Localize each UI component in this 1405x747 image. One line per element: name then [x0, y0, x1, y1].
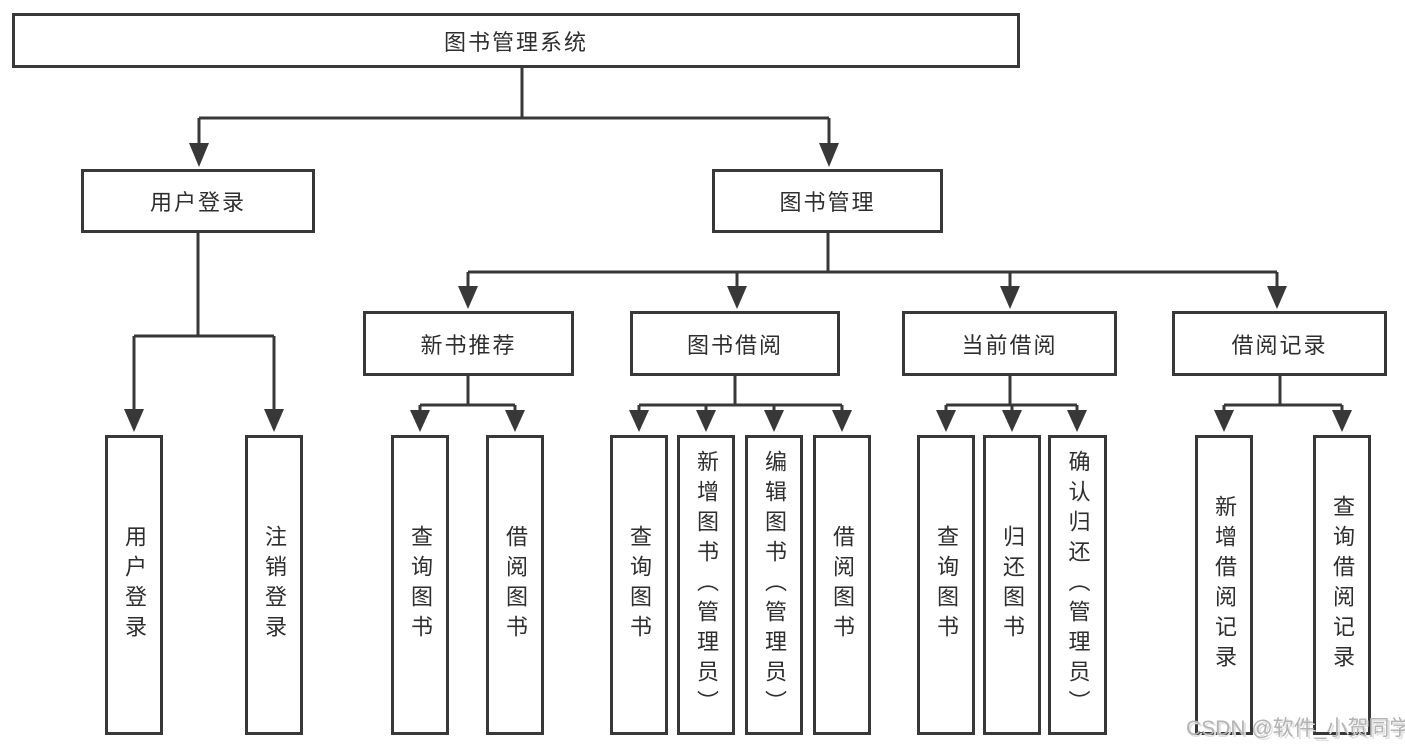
leaf-borrow-books-borrowing: 借阅图书: [813, 435, 871, 735]
leaf-query-books-current: 查询图书: [917, 435, 975, 735]
leaf-label: 新增借阅记录: [1212, 495, 1237, 675]
leaf-label: 借阅图书: [503, 525, 528, 645]
node-label: 当前借阅: [961, 332, 1058, 358]
node-new-book-recommend: 新书推荐: [363, 311, 574, 376]
leaf-label: 查询图书: [627, 525, 652, 645]
leaf-confirm-return-admin: 确认归还（管理员）: [1048, 435, 1107, 735]
leaf-query-borrow-record: 查询借阅记录: [1313, 435, 1371, 735]
arrowhead-icons: [124, 143, 1352, 432]
leaf-label: 查询图书: [934, 525, 959, 645]
leaf-add-books-admin: 新增图书（管理员）: [677, 435, 735, 735]
leaf-borrow-books-newbook: 借阅图书: [486, 435, 544, 735]
node-borrow-records: 借阅记录: [1172, 311, 1387, 376]
leaf-label: 注销登录: [262, 525, 287, 645]
node-book-borrowing: 图书借阅: [630, 311, 840, 376]
leaf-query-books-newbook: 查询图书: [391, 435, 449, 735]
leaf-label: 确认归还（管理员）: [1065, 450, 1091, 720]
node-label: 图书管理: [779, 190, 876, 215]
leaf-query-books-borrowing: 查询图书: [610, 435, 668, 735]
node-label: 新书推荐: [420, 332, 517, 358]
leaf-label: 查询借阅记录: [1330, 495, 1355, 675]
node-current-borrowing: 当前借阅: [902, 311, 1117, 376]
node-book-management: 图书管理: [712, 169, 943, 233]
node-label: 用户登录: [149, 190, 246, 215]
leaf-label: 查询图书: [408, 525, 433, 645]
node-user-login: 用户登录: [81, 169, 315, 233]
leaf-return-books: 归还图书: [983, 435, 1041, 735]
leaf-label: 新增图书（管理员）: [694, 450, 719, 720]
leaf-add-borrow-record: 新增借阅记录: [1195, 435, 1253, 735]
node-library-system-root: 图书管理系统: [12, 13, 1020, 68]
watermark: CSDN @软件_小贺同学: [1186, 717, 1405, 740]
leaf-user-login: 用户登录: [105, 435, 163, 735]
leaf-label: 借阅图书: [830, 525, 855, 645]
leaf-logout: 注销登录: [245, 435, 303, 735]
node-label: 图书借阅: [686, 332, 783, 358]
leaf-edit-books-admin: 编辑图书（管理员）: [745, 435, 803, 735]
leaf-label: 编辑图书（管理员）: [762, 450, 787, 720]
node-label: 借阅记录: [1231, 332, 1328, 358]
node-label: 图书管理系统: [443, 29, 588, 55]
leaf-label: 用户登录: [122, 525, 147, 645]
leaf-label: 归还图书: [1000, 525, 1025, 645]
